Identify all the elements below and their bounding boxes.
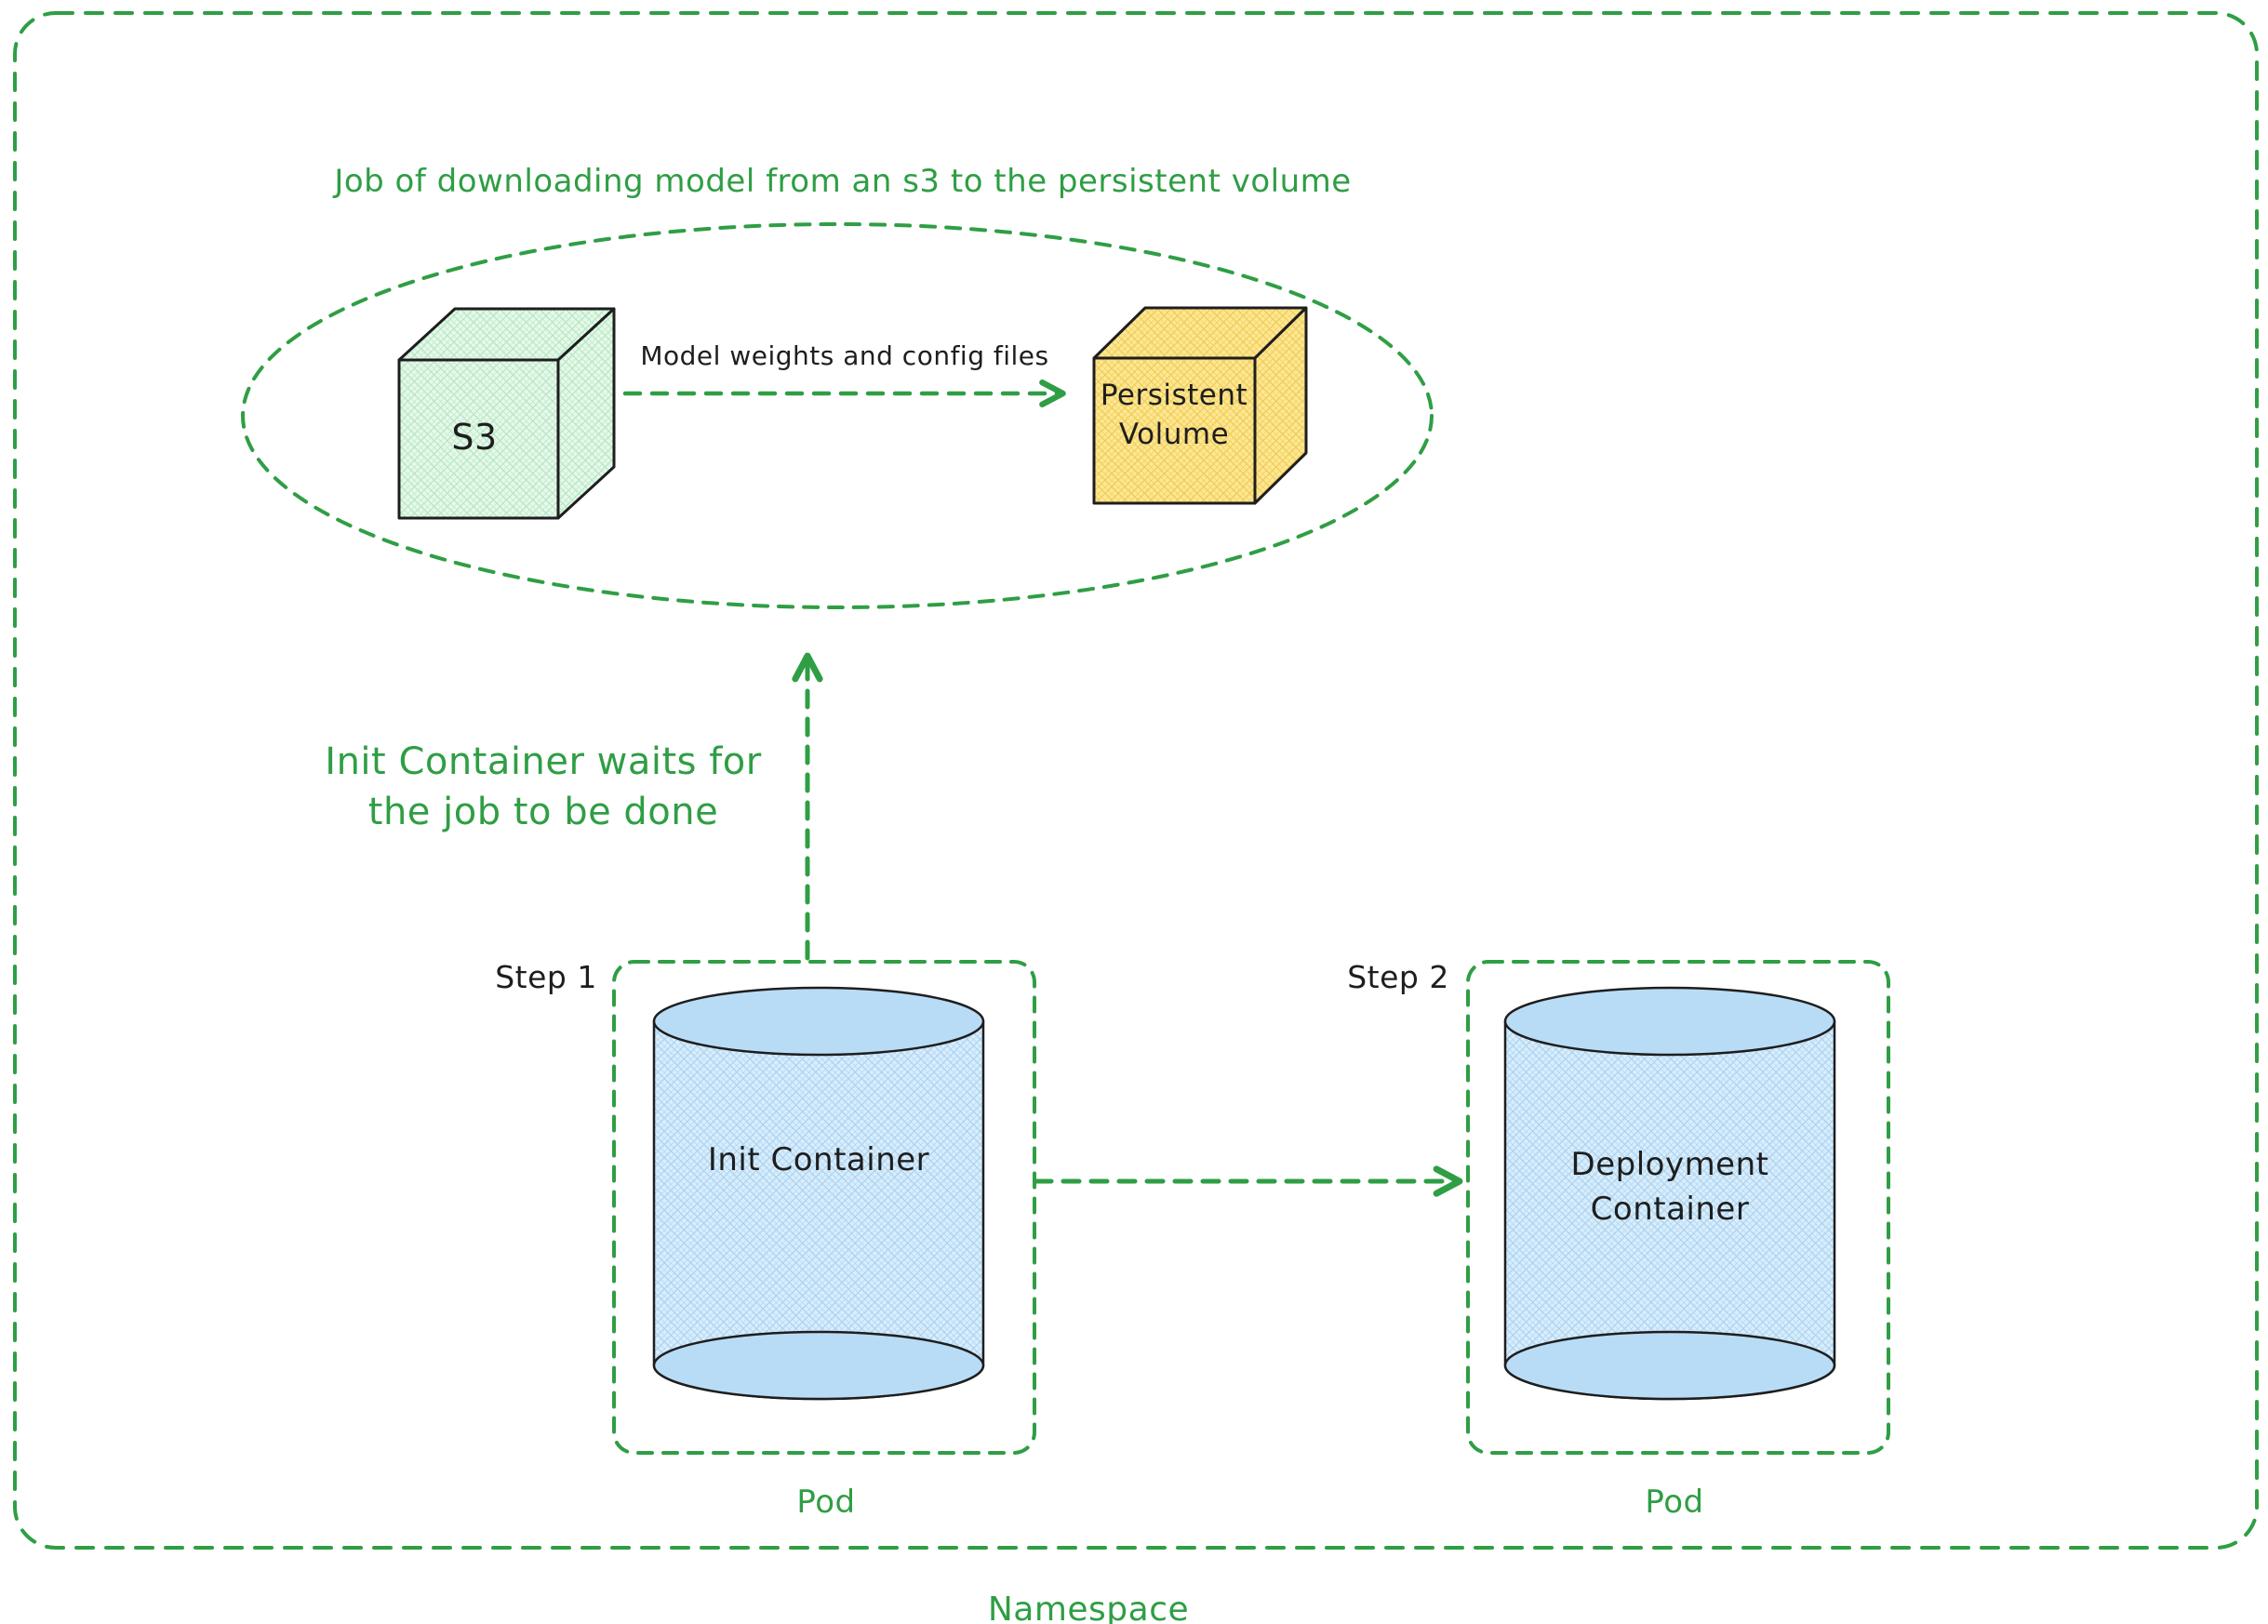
init-container-label: Init Container	[708, 1141, 929, 1178]
pod2-label: Pod	[1645, 1484, 1703, 1521]
init-cylinder-bottom	[652, 1330, 985, 1401]
pod1-label: Pod	[796, 1484, 855, 1521]
namespace-label: Namespace	[988, 1591, 1189, 1624]
deployment-container-label-line2: Container	[1591, 1191, 1750, 1228]
pv-label-line1: Persistent	[1101, 379, 1247, 412]
wait-note-line1: Init Container waits for	[325, 740, 761, 783]
pod1-border	[612, 960, 1036, 1455]
deployment-cylinder-top	[1503, 986, 1836, 1057]
transfer-arrow-label: Model weights and config files	[640, 340, 1048, 371]
deployment-container-cylinder: Deployment Container	[1503, 986, 1836, 1401]
step2-label: Step 2	[1347, 959, 1449, 995]
s3-cube-front-face	[397, 358, 560, 520]
namespace-border	[13, 11, 2259, 1550]
init-cylinder-top	[652, 986, 985, 1057]
init-container-cylinder: Init Container	[652, 986, 985, 1401]
pv-cube-front-face	[1092, 356, 1257, 505]
job-title: Job of downloading model from an s3 to t…	[332, 163, 1351, 200]
wait-note-line2: the job to be done	[368, 791, 718, 833]
persistent-volume-cube: Persistent Volume	[1092, 306, 1308, 505]
deployment-cylinder-bottom	[1503, 1330, 1836, 1401]
s3-label: S3	[451, 417, 497, 458]
pod2-border	[1466, 960, 1890, 1455]
step1-label: Step 1	[495, 959, 597, 995]
job-group-ellipse	[241, 222, 1434, 609]
pv-label-line2: Volume	[1119, 418, 1229, 451]
s3-cube: S3	[397, 307, 616, 520]
deployment-container-label-line1: Deployment	[1571, 1146, 1769, 1183]
